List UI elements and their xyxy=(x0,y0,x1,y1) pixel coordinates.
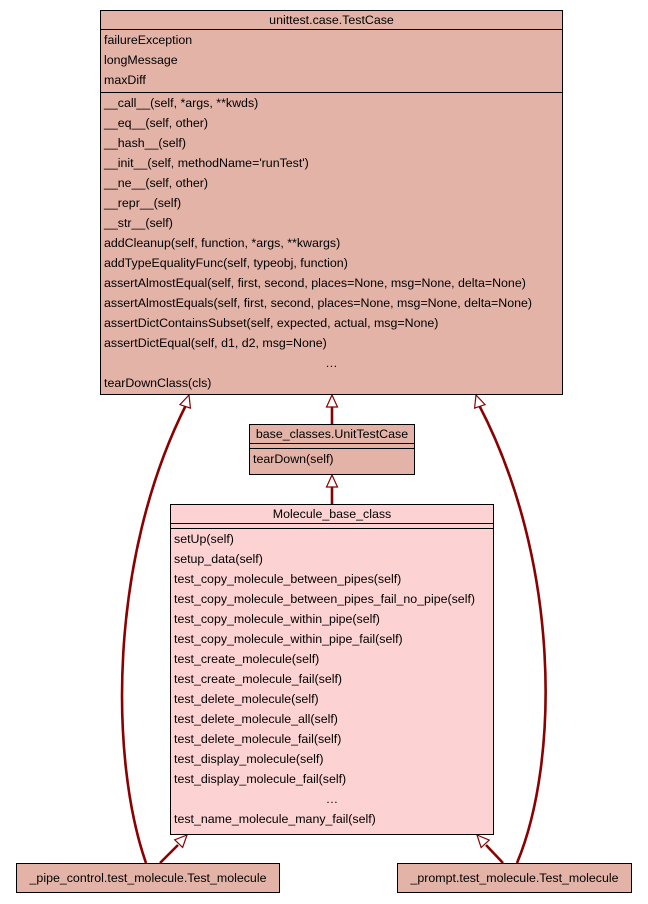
method-row: assertAlmostEqual(self, first, second, p… xyxy=(104,276,526,290)
ellipsis-row: … xyxy=(325,356,338,370)
method-row: test_copy_molecule_within_pipe_fail(self… xyxy=(174,632,403,646)
method-row: tearDown(self) xyxy=(253,452,334,466)
method-row: addTypeEqualityFunc(self, typeobj, funct… xyxy=(104,256,348,270)
class-title: Molecule_base_class xyxy=(272,507,392,521)
method-row: test_copy_molecule_between_pipes(self) xyxy=(174,572,402,586)
method-row: __eq__(self, other) xyxy=(104,116,209,130)
class-title: _prompt.test_molecule.Test_molecule xyxy=(410,871,619,885)
method-row: tearDownClass(cls) xyxy=(104,376,212,390)
method-row: test_display_molecule_fail(self) xyxy=(174,772,347,786)
method-row: test_name_molecule_many_fail(self) xyxy=(174,812,376,826)
method-list: setUp(self) setup_data(self) test_copy_mol… xyxy=(171,529,493,829)
method-row: assertDictEqual(self, d1, d2, msg=None) xyxy=(104,336,327,350)
attribute-row: longMessage xyxy=(104,53,178,67)
attribute-row: failureException xyxy=(104,33,193,47)
arrowhead-testcase-right xyxy=(473,393,487,409)
class-title: _pipe_control.test_molecule.Test_molecul… xyxy=(29,871,267,885)
method-row: test_create_molecule(self) xyxy=(174,652,320,666)
edge-pipe-to-testcase xyxy=(120,404,188,864)
method-row: test_delete_molecule_fail(self) xyxy=(174,732,342,746)
class-pipe-control-test-molecule[interactable]: _pipe_control.test_molecule.Test_molecul… xyxy=(16,863,280,893)
method-row: __hash__(self) xyxy=(104,136,186,150)
ellipsis-row: … xyxy=(325,792,339,806)
method-row: assertAlmostEquals(self, first, second, … xyxy=(104,296,533,310)
method-row: test_copy_molecule_within_pipe(self) xyxy=(174,612,380,626)
method-row: __repr__(self) xyxy=(104,196,182,210)
arrowhead-testcase-left xyxy=(178,393,192,409)
class-unittestcase[interactable]: base_classes.UnitTestCase tearDown(self) xyxy=(249,424,415,475)
edge-prompt-to-testcase xyxy=(477,404,547,864)
class-title: base_classes.UnitTestCase xyxy=(255,427,409,441)
method-row: __ne__(self, other) xyxy=(104,176,209,190)
attribute-row: maxDiff xyxy=(104,73,146,87)
edge-pipe-to-molecule xyxy=(159,844,179,864)
arrowhead-testcase-center xyxy=(325,393,339,408)
method-row: test_display_molecule(self) xyxy=(174,752,324,766)
class-testcase[interactable]: unittest.case.TestCase failureException l… xyxy=(100,10,563,395)
method-row: setUp(self) xyxy=(174,532,234,546)
method-list: tearDown(self) xyxy=(250,449,414,469)
method-row: __call__(self, *args, **kwds) xyxy=(104,96,259,110)
attribute-list: failureException longMessage maxDiff xyxy=(101,30,562,90)
method-row: setup_data(self) xyxy=(174,552,263,566)
method-row: addCleanup(self, function, *args, **kwar… xyxy=(104,236,341,250)
edge-prompt-to-molecule xyxy=(485,844,504,864)
arrowhead-molecule-right xyxy=(476,833,491,849)
method-row: assertDictContainsSubset(self, expected,… xyxy=(104,316,439,330)
method-list: __call__(self, *args, **kwds) __eq__(self… xyxy=(101,93,562,393)
class-prompt-test-molecule[interactable]: _prompt.test_molecule.Test_molecule xyxy=(397,863,632,893)
arrowhead-unittestcase xyxy=(325,473,339,488)
class-title: unittest.case.TestCase xyxy=(269,13,394,27)
class-molecule-base[interactable]: Molecule_base_class setUp(self) setup_dat… xyxy=(170,504,494,835)
method-row: test_copy_molecule_between_pipes_fail_no… xyxy=(174,592,476,606)
method-row: test_create_molecule_fail(self) xyxy=(174,672,343,686)
method-row: __init__(self, methodName='runTest') xyxy=(104,156,309,170)
method-row: test_delete_molecule(self) xyxy=(174,692,319,706)
method-row: test_delete_molecule_all(self) xyxy=(174,712,338,726)
method-row: __str__(self) xyxy=(104,216,173,230)
arrowhead-molecule-left xyxy=(173,833,188,849)
